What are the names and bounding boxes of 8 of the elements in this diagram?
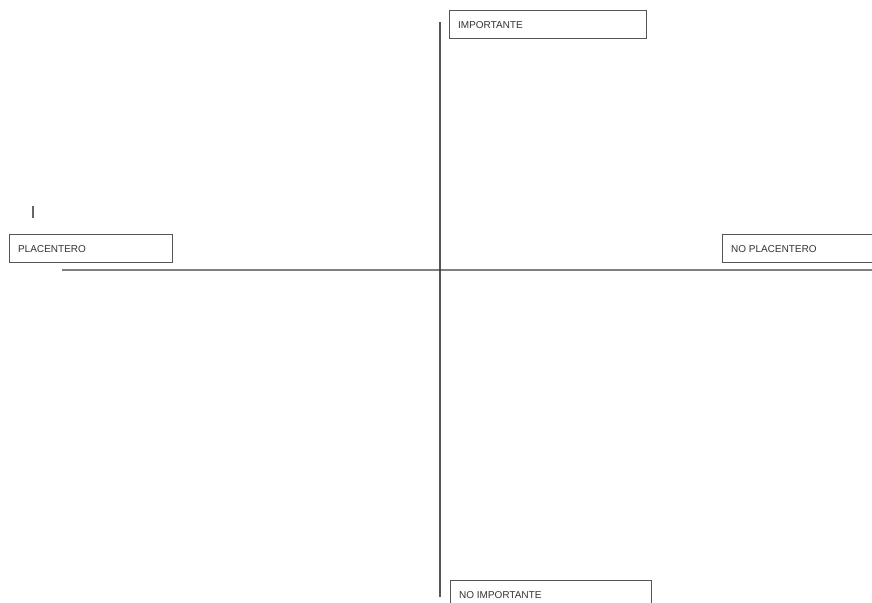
- axis-label: PLACENTERO: [18, 244, 86, 255]
- label-box: [722, 234, 872, 263]
- axis-label: IMPORTANTE: [458, 20, 523, 31]
- axis-label: NO IMPORTANTE: [459, 590, 542, 601]
- label-box: [450, 580, 652, 603]
- label-box: [449, 10, 647, 39]
- label-box: [9, 234, 173, 263]
- axis-label: NO PLACENTERO: [731, 244, 817, 255]
